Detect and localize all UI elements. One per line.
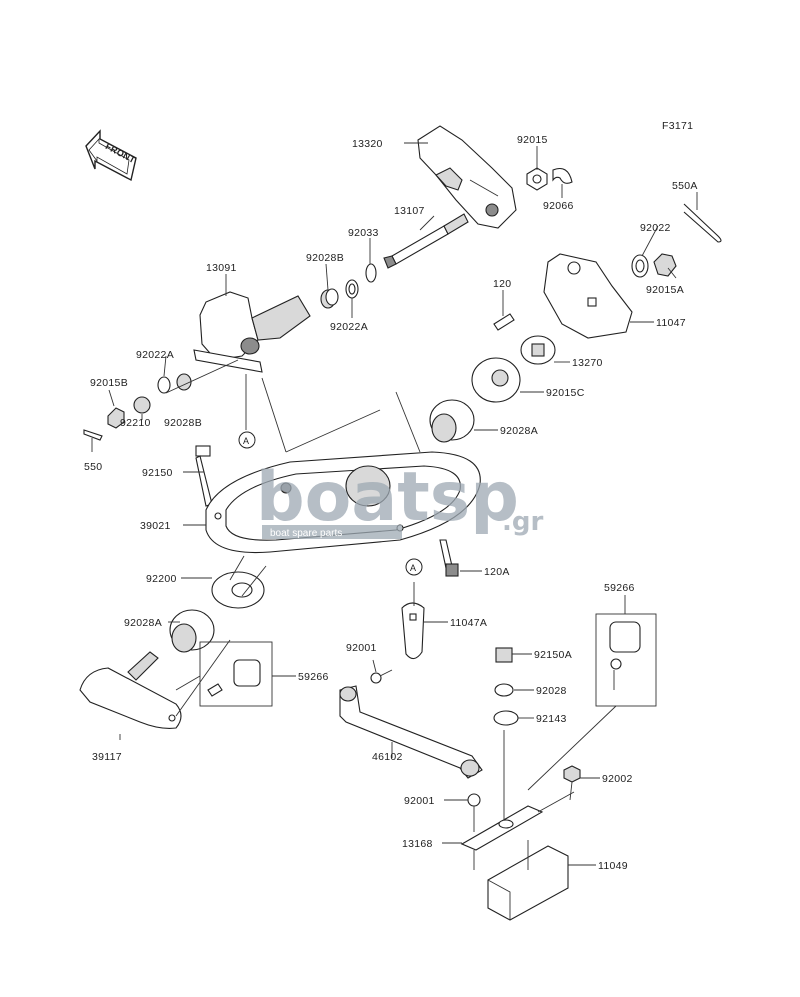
part-92028-bushing bbox=[494, 683, 514, 697]
part-92001-screw-bottom bbox=[467, 793, 481, 832]
label-59266-left: 59266 bbox=[298, 671, 329, 683]
label-92066: 92066 bbox=[543, 200, 574, 212]
label-13270: 13270 bbox=[572, 357, 603, 369]
part-92022A-washer-top bbox=[345, 279, 359, 299]
figure-id: F3171 bbox=[662, 120, 693, 132]
part-39117-lever bbox=[79, 651, 182, 729]
part-13091-housing bbox=[193, 291, 311, 373]
label-92002: 92002 bbox=[602, 773, 633, 785]
label-92022A-top: 92022A bbox=[330, 321, 368, 333]
part-92150-bolt bbox=[195, 445, 213, 507]
label-92001-top: 92001 bbox=[346, 642, 377, 654]
part-labels: 13320 92015 92066 550A 13107 92033 92028… bbox=[84, 134, 698, 872]
part-92028A-bushing-right bbox=[429, 399, 475, 443]
part-59266-left bbox=[199, 641, 273, 707]
part-92200-washer bbox=[211, 571, 265, 609]
svg-text:boat spare parts: boat spare parts bbox=[270, 528, 342, 539]
part-59266-right bbox=[595, 613, 657, 707]
part-13168-plate bbox=[460, 805, 544, 851]
label-92200: 92200 bbox=[146, 573, 177, 585]
part-92028B-bushing-left bbox=[176, 373, 192, 391]
label-13320: 13320 bbox=[352, 138, 383, 150]
part-92015-nut bbox=[526, 167, 548, 191]
part-92210-spring bbox=[133, 396, 151, 414]
label-92143: 92143 bbox=[536, 713, 567, 725]
part-92022A-washer-left bbox=[157, 376, 171, 394]
label-120A: 120A bbox=[484, 566, 510, 578]
part-120-bolt bbox=[493, 313, 515, 331]
label-92028B-left: 92028B bbox=[164, 417, 202, 429]
part-13320-cover bbox=[417, 125, 517, 229]
label-46102: 46102 bbox=[372, 751, 403, 763]
label-92015: 92015 bbox=[517, 134, 548, 146]
svg-text:boatsp: boatsp bbox=[256, 458, 519, 537]
part-11047-bracket bbox=[543, 253, 633, 339]
svg-text:A: A bbox=[243, 436, 249, 446]
part-92150A-bolt bbox=[495, 647, 513, 663]
label-92015C: 92015C bbox=[546, 387, 585, 399]
label-92150: 92150 bbox=[142, 467, 173, 479]
part-92015A-nut bbox=[653, 253, 677, 277]
part-11049-bracket bbox=[487, 845, 569, 921]
label-550A: 550A bbox=[672, 180, 698, 192]
label-92150A: 92150A bbox=[534, 649, 572, 661]
label-92001-bottom: 92001 bbox=[404, 795, 435, 807]
part-11047A-plate bbox=[401, 602, 425, 660]
label-92022A-left: 92022A bbox=[136, 349, 174, 361]
callout-a-top: A bbox=[238, 431, 256, 449]
label-92028: 92028 bbox=[536, 685, 567, 697]
label-59266-right: 59266 bbox=[604, 582, 635, 594]
label-92022: 92022 bbox=[640, 222, 671, 234]
part-92028B-bushing-top bbox=[320, 288, 339, 309]
label-92033: 92033 bbox=[348, 227, 379, 239]
label-13107: 13107 bbox=[394, 205, 425, 217]
part-120A-bolt bbox=[439, 539, 459, 577]
part-550A-cotter-pin bbox=[683, 203, 722, 243]
label-39021: 39021 bbox=[140, 520, 171, 532]
part-13107-shaft bbox=[383, 213, 469, 269]
label-39117: 39117 bbox=[92, 751, 122, 763]
part-92028A-bushing-left bbox=[169, 609, 215, 653]
label-92015A: 92015A bbox=[646, 284, 684, 296]
part-92015B-nut bbox=[107, 407, 125, 429]
label-13168: 13168 bbox=[402, 838, 433, 850]
watermark: boatsp .gr boat spare parts bbox=[256, 458, 543, 539]
label-92028B-top: 92028B bbox=[306, 252, 344, 264]
part-46102-shaft bbox=[339, 685, 483, 779]
label-92028A-right: 92028A bbox=[500, 425, 538, 437]
part-92022-washer bbox=[631, 254, 649, 278]
label-11047: 11047 bbox=[656, 317, 686, 329]
part-92143-collar bbox=[493, 710, 519, 726]
part-92015C-lever bbox=[471, 357, 521, 403]
part-92002-bolt bbox=[563, 765, 581, 801]
callout-a-mid: A bbox=[405, 558, 423, 576]
leader-lines bbox=[91, 142, 698, 870]
label-11049: 11049 bbox=[598, 860, 628, 872]
part-92001-screw-top bbox=[370, 669, 393, 684]
part-92066-clip bbox=[552, 167, 573, 184]
label-92015B: 92015B bbox=[90, 377, 128, 389]
svg-text:.gr: .gr bbox=[502, 507, 543, 537]
label-92028A-left: 92028A bbox=[124, 617, 162, 629]
label-11047A: 11047A bbox=[450, 617, 487, 629]
label-120: 120 bbox=[493, 278, 511, 290]
part-13270-plate bbox=[520, 335, 556, 365]
part-550-cotter-pin bbox=[83, 429, 103, 441]
label-13091: 13091 bbox=[206, 262, 237, 274]
part-92033-circlip bbox=[365, 263, 377, 283]
front-arrow-icon: FRONT bbox=[85, 129, 137, 182]
svg-text:A: A bbox=[410, 563, 416, 573]
label-550: 550 bbox=[84, 461, 102, 473]
label-92210: 92210 bbox=[120, 417, 151, 429]
